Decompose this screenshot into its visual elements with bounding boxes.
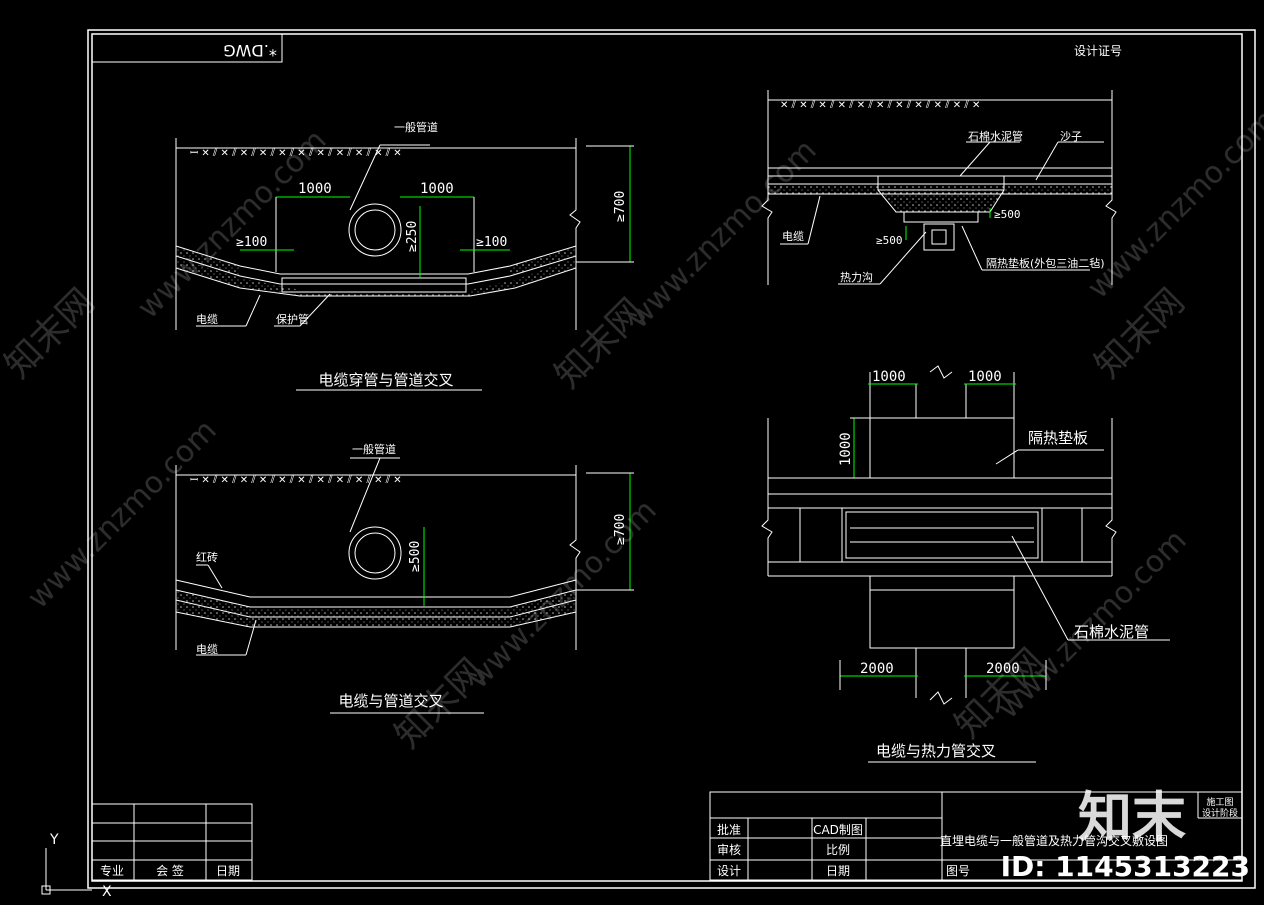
view3-cable-label: 电缆 [782, 230, 804, 243]
view1-pipe-label: 一般管道 [394, 120, 438, 134]
view1-dim-gap-right: ≥100 [476, 235, 507, 250]
watermark-cn-2: 知末网 [547, 291, 652, 396]
title-block [709, 791, 1243, 881]
view3-asbestos-label: 石棉水泥管 [968, 129, 1023, 143]
tb-drawing-title: 直埋电缆与一般管道及热力管沟交叉敷设图 [940, 833, 1168, 848]
view1-dim-left: 1000 [298, 181, 332, 197]
tb-design: 设计 [717, 864, 741, 878]
view1-dim-250: ≥250 [405, 221, 420, 252]
view3-trench-label: 热力沟 [840, 271, 873, 284]
view1-protect-label: 保护管 [276, 312, 309, 326]
view3-dim-500b: ≥500 [876, 234, 903, 247]
design-cert-label: 设计证号 [1074, 44, 1122, 58]
view2-title: 电缆与管道交叉 [338, 692, 443, 710]
view2-cable-label: 电缆 [196, 643, 218, 656]
view3-sand-label: 沙子 [1060, 130, 1082, 143]
view1-title: 电缆穿管与管道交叉 [318, 371, 453, 389]
tb-review: 审核 [717, 842, 741, 857]
view1-dim-right: 1000 [420, 181, 454, 197]
view4-drawing [761, 365, 1170, 763]
ucs-icon [41, 848, 92, 895]
view4-dim-1000-left: 1000 [872, 369, 906, 385]
view4-dim-2000-left: 2000 [860, 661, 894, 677]
drawing-frame [87, 29, 1256, 889]
tb-stage2: 设计阶段 [1202, 807, 1238, 819]
sign-col1: 专业 [100, 863, 124, 878]
watermark-id: ID: 1145313223 [1001, 850, 1250, 883]
view2-drawing: ꟷ ✕ ⫽ ✕ ⫽ ✕ ⫽ ✕ ⫽ ✕ ⫽ ✕ ⫽ ✕ ⫽ ✕ ⫽ ✕ ⫽ ✕ … [175, 457, 634, 714]
sign-col2: 会 签 [156, 863, 184, 878]
view4-dim-1000-vert: 1000 [838, 432, 854, 466]
view4-insul-label: 隔热垫板 [1028, 429, 1088, 447]
tb-scale: 比例 [826, 843, 850, 857]
view4-dim-2000-right: 2000 [986, 661, 1020, 677]
watermark-site-3: www.znzmo.com [1081, 103, 1264, 306]
view3-dim-500a: ≥500 [994, 208, 1021, 221]
sign-col3: 日期 [216, 864, 240, 878]
view2-brick-label: 红砖 [196, 550, 218, 564]
view2-ground-hatch: ꟷ ✕ ⫽ ✕ ⫽ ✕ ⫽ ✕ ⫽ ✕ ⫽ ✕ ⫽ ✕ ⫽ ✕ ⫽ ✕ ⫽ ✕ … [190, 475, 402, 486]
view1-ground-hatch: ꟷ ✕ ⫽ ✕ ⫽ ✕ ⫽ ✕ ⫽ ✕ ⫽ ✕ ⫽ ✕ ⫽ ✕ ⫽ ✕ ⫽ ✕ … [190, 148, 402, 159]
view2-dim-500: ≥500 [408, 541, 423, 572]
ucs-y: Y [49, 832, 59, 848]
tb-drawing-no: 图号 [946, 864, 970, 878]
view1-drawing: ꟷ ✕ ⫽ ✕ ⫽ ✕ ⫽ ✕ ⫽ ✕ ⫽ ✕ ⫽ ✕ ⫽ ✕ ⫽ ✕ ⫽ ✕ … [175, 138, 634, 391]
watermark-site-4: www.znzmo.com [21, 413, 224, 616]
view4-dim-1000-right: 1000 [968, 369, 1002, 385]
ucs-x: X [102, 884, 112, 900]
view1-dim-gap-left: ≥100 [236, 235, 267, 250]
view3-insul-label: 隔热垫板(外包三油二毡) [986, 256, 1105, 270]
view3-drawing: ✕ ⫽ ✕ ⫽ ✕ ⫽ ✕ ⫽ ✕ ⫽ ✕ ⫽ ✕ ⫽ ✕ ⫽ ✕ ⫽ ✕ ⫽ … [761, 90, 1117, 285]
tb-date: 日期 [826, 864, 850, 878]
view2-pipe-label: 一般管道 [352, 442, 396, 456]
view3-ground-hatch: ✕ ⫽ ✕ ⫽ ✕ ⫽ ✕ ⫽ ✕ ⫽ ✕ ⫽ ✕ ⫽ ✕ ⫽ ✕ ⫽ ✕ ⫽ … [780, 100, 980, 111]
tb-stage1: 施工图 [1206, 796, 1233, 808]
watermark-brand: 知末 [1078, 786, 1186, 849]
dwg-label: *.DWG [223, 41, 277, 60]
view1-cable-label: 电缆 [196, 313, 218, 326]
watermark-site-5: www.znzmo.com [461, 493, 664, 696]
sign-box [91, 803, 253, 881]
view2-dim-700: ≥700 [613, 514, 628, 545]
view1-dim-700: ≥700 [613, 191, 628, 222]
view4-title: 电缆与热力管交叉 [876, 742, 996, 760]
view4-asbestos-label: 石棉水泥管 [1074, 623, 1149, 641]
tb-cad: CAD制图 [813, 823, 863, 837]
tb-approve: 批准 [717, 822, 741, 837]
